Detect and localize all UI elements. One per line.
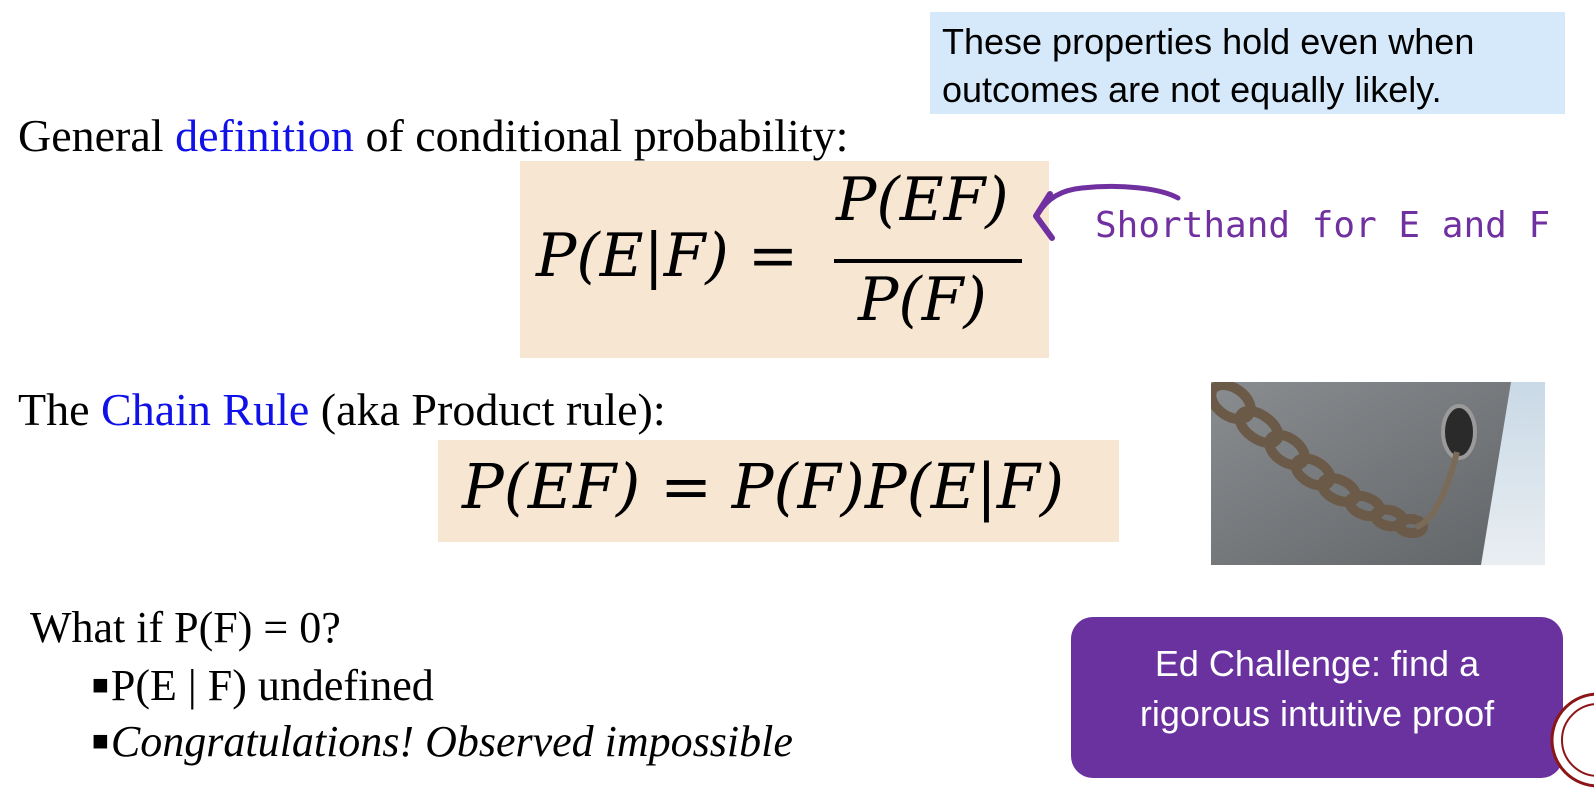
fraction-bar <box>834 259 1022 263</box>
note-line-2: outcomes are not equally likely. <box>942 69 1442 110</box>
chain-rule-heading: The Chain Rule (aka Product rule): <box>18 382 666 438</box>
chain-rule-prefix: The <box>18 384 102 435</box>
formula-denominator: P(F) <box>858 265 987 335</box>
bullet-1: ■P(E | F) undefined <box>92 658 434 714</box>
definition-suffix: of conditional probability: <box>353 110 849 161</box>
definition-prefix: General <box>18 110 176 161</box>
formula-lhs: P(E|F) = <box>536 221 799 291</box>
definition-keyword: definition <box>175 110 354 161</box>
chain-rule-suffix: (aka Product rule): <box>309 384 666 435</box>
ed-challenge-box: Ed Challenge: find a rigorous intuitive … <box>1071 617 1563 778</box>
bullet-1-mark: ■ <box>92 670 109 701</box>
bullet-1-text: P(E | F) undefined <box>110 661 434 710</box>
annotation-arrow-icon <box>1033 184 1181 241</box>
formula-numerator: P(EF) <box>836 165 1009 235</box>
note-line-1: These properties hold even when <box>942 21 1475 62</box>
chain-rule-keyword: Chain Rule <box>101 384 310 435</box>
bullet-2-text: Congratulations! Observed impossible <box>110 717 793 766</box>
challenge-line-1: Ed Challenge: find a <box>1154 643 1480 684</box>
definition-formula-box: P(E|F) = P(EF) P(F) <box>520 161 1049 358</box>
challenge-line-2: rigorous intuitive proof <box>1139 693 1495 734</box>
bullet-2-mark: ■ <box>92 726 109 757</box>
chain-rule-formula: P(EF) = P(F)P(E|F) <box>462 450 1065 523</box>
question-text: What if P(F) = 0? <box>30 603 341 652</box>
definition-heading: General definition of conditional probab… <box>18 108 848 164</box>
anchor-chain-photo <box>1211 382 1545 565</box>
bullet-2: ■Congratulations! Observed impossible <box>92 714 793 770</box>
university-seal-icon <box>1550 692 1594 788</box>
shorthand-annotation: Shorthand for E and F <box>1095 205 1551 246</box>
chain-rule-formula-box: P(EF) = P(F)P(E|F) <box>438 440 1119 542</box>
note-box: These properties hold even when outcomes… <box>930 12 1565 114</box>
